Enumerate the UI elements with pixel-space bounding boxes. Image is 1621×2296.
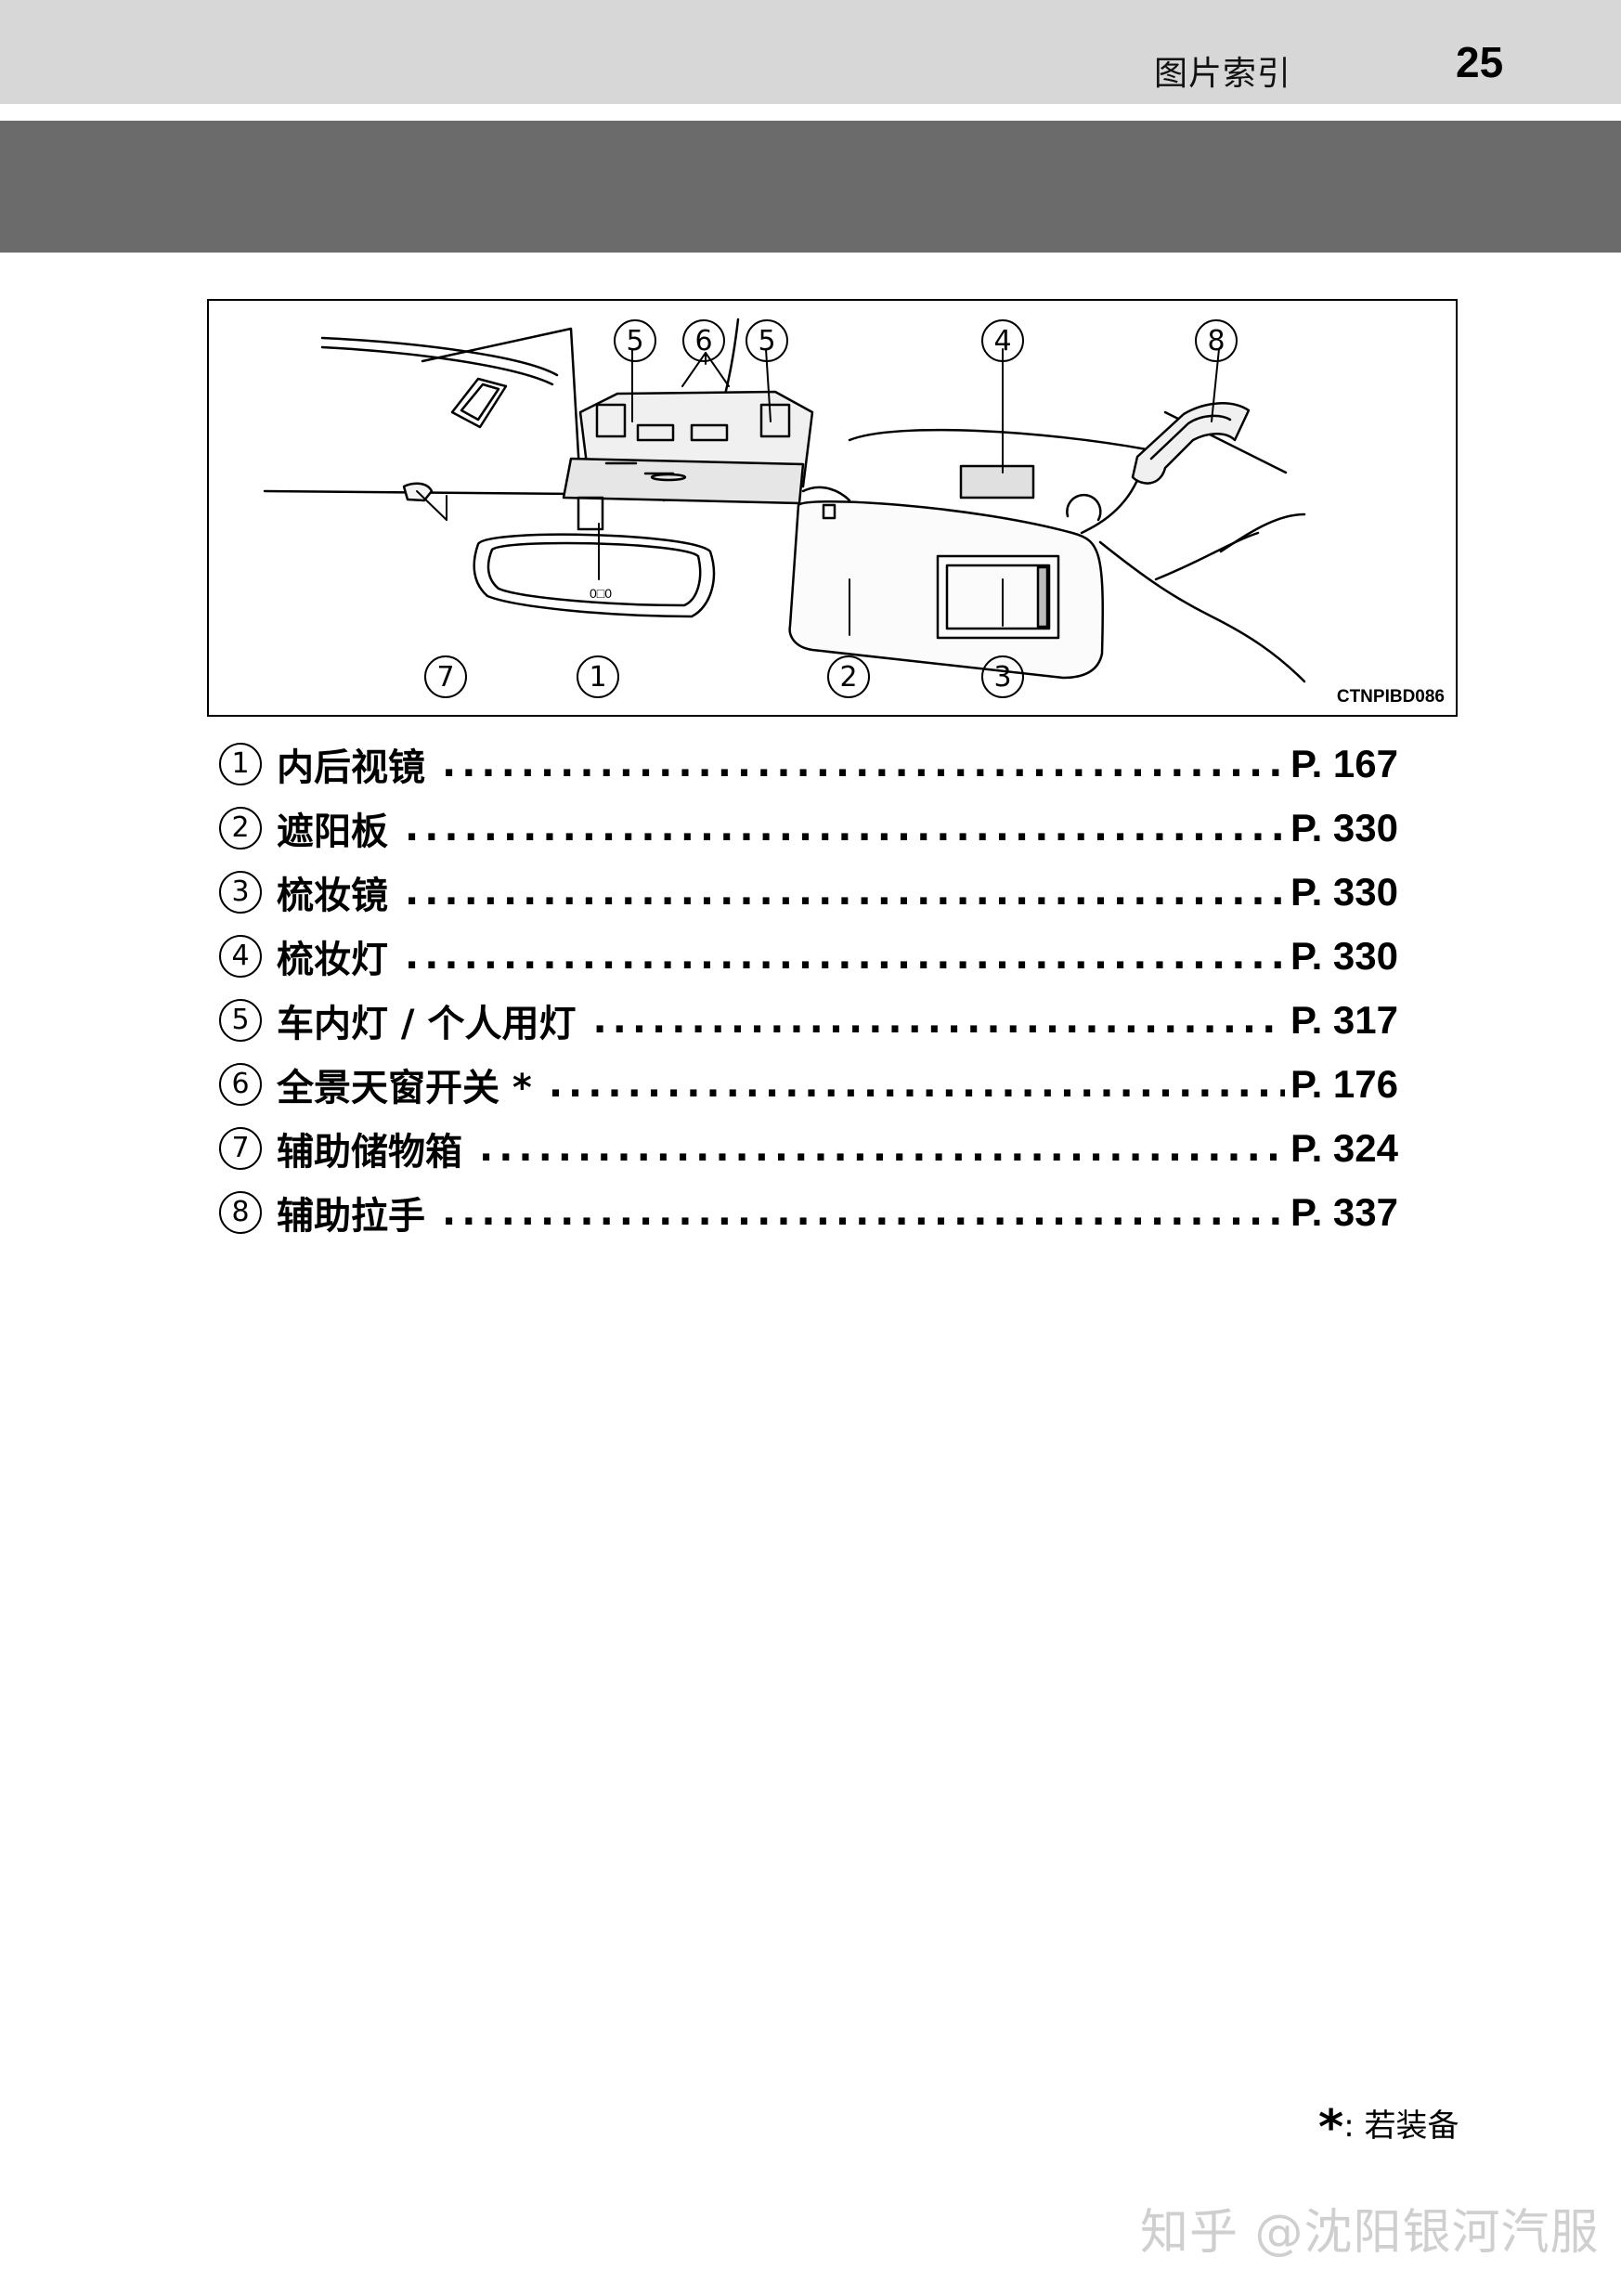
- leader-dots: ........................................…: [405, 934, 1285, 978]
- header-bar: [0, 0, 1621, 104]
- item-number: 3: [219, 870, 262, 914]
- svg-text:0□0: 0□0: [590, 586, 612, 601]
- leader-dots: ........................................…: [405, 870, 1285, 914]
- callout-5-left: 5: [614, 319, 656, 362]
- item-label: 梳妆镜: [277, 874, 388, 917]
- page-reference[interactable]: P. 176: [1290, 1061, 1398, 1106]
- callout-3: 3: [981, 655, 1024, 698]
- watermark: 知乎 @沈阳银河汽服: [1140, 2205, 1600, 2261]
- leader-dots: ........................................…: [442, 742, 1285, 785]
- item-label: 辅助储物箱: [277, 1130, 462, 1174]
- callout-1: 1: [577, 655, 619, 698]
- item-label: 全景天窗开关 *: [277, 1066, 532, 1109]
- interior-illustration: 0□0: [207, 299, 1458, 717]
- callout-8: 8: [1195, 319, 1238, 362]
- footnote-text: : 若装备: [1343, 2108, 1459, 2145]
- footnote: *: 若装备: [1318, 2100, 1459, 2156]
- page-reference[interactable]: P. 167: [1290, 741, 1398, 785]
- callout-6: 6: [682, 319, 725, 362]
- item-number: 6: [219, 1062, 262, 1106]
- callout-2: 2: [827, 655, 870, 698]
- index-item[interactable]: 7 辅助储物箱 ................................…: [219, 1116, 1398, 1180]
- item-label: 内后视镜: [277, 746, 425, 789]
- item-number: 1: [219, 742, 262, 785]
- page-reference[interactable]: P. 337: [1290, 1189, 1398, 1234]
- page-reference[interactable]: P. 330: [1290, 933, 1398, 978]
- leader-dots: ........................................…: [479, 1126, 1285, 1170]
- leader-dots: ........................................…: [442, 1190, 1285, 1234]
- index-item[interactable]: 8 辅助拉手 .................................…: [219, 1180, 1398, 1244]
- leader-dots: ........................................…: [548, 1062, 1285, 1106]
- leader-dots: ........................................…: [405, 806, 1285, 850]
- item-label: 辅助拉手: [277, 1194, 425, 1238]
- index-item[interactable]: 1 内后视镜 .................................…: [219, 732, 1398, 796]
- index-list: 1 内后视镜 .................................…: [219, 732, 1398, 1244]
- index-item[interactable]: 2 遮阳板 ..................................…: [219, 796, 1398, 860]
- item-number: 7: [219, 1126, 262, 1170]
- index-item[interactable]: 5 车内灯 / 个人用灯 ...........................…: [219, 988, 1398, 1052]
- item-number: 5: [219, 998, 262, 1042]
- item-label: 遮阳板: [277, 810, 388, 853]
- callout-7: 7: [424, 655, 467, 698]
- page-number: 25: [1456, 38, 1504, 86]
- section-band: [0, 121, 1621, 253]
- index-item[interactable]: 4 梳妆灯 ..................................…: [219, 924, 1398, 988]
- leader-dots: ........................................…: [592, 998, 1285, 1042]
- page-reference[interactable]: P. 330: [1290, 869, 1398, 914]
- overhead-console-drawing: 0□0: [263, 318, 1306, 683]
- callout-4: 4: [981, 319, 1024, 362]
- item-label: 车内灯 / 个人用灯: [277, 1002, 577, 1045]
- item-number: 4: [219, 934, 262, 978]
- callout-5-right: 5: [746, 319, 788, 362]
- image-code: CTNPIBD086: [1336, 687, 1445, 707]
- page-reference[interactable]: P. 330: [1290, 805, 1398, 850]
- index-item[interactable]: 6 全景天窗开关 * .............................…: [219, 1052, 1398, 1116]
- item-label: 梳妆灯: [277, 938, 388, 981]
- page-reference[interactable]: P. 317: [1290, 997, 1398, 1042]
- index-item[interactable]: 3 梳妆镜 ..................................…: [219, 860, 1398, 924]
- footnote-mark: *: [1318, 2100, 1344, 2156]
- item-number: 8: [219, 1190, 262, 1234]
- page-reference[interactable]: P. 324: [1290, 1125, 1398, 1170]
- section-title: 图片索引: [1154, 55, 1292, 93]
- item-number: 2: [219, 806, 262, 850]
